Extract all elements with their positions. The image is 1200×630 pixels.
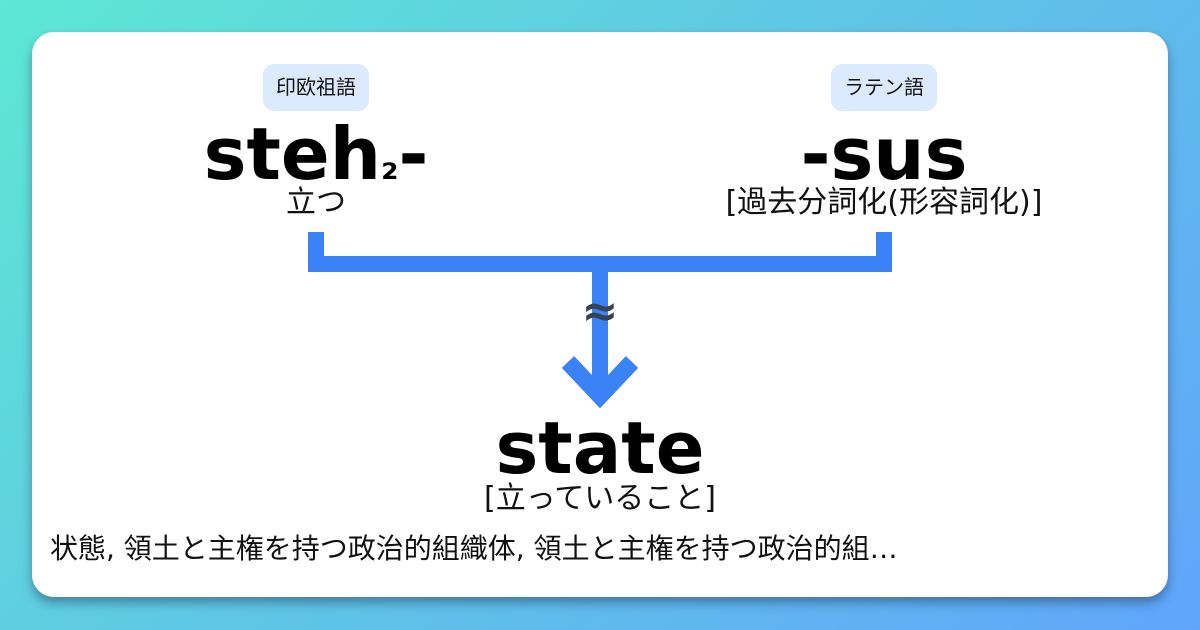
source-gloss-pie: 立つ [286, 185, 346, 220]
source-gloss-latin: [過去分詞化(形容詞化)] [725, 185, 1043, 220]
result-word: state [495, 406, 705, 490]
root-main: steh [203, 112, 381, 196]
language-badge-pie: 印欧祖語 [263, 64, 369, 111]
root-subscript: ₂ [380, 143, 399, 189]
root-suffix: - [398, 112, 429, 196]
approximately-equal-icon: ≈ [581, 286, 619, 337]
language-badge-latin: ラテン語 [831, 64, 937, 111]
arrow-down-icon [561, 356, 639, 409]
result-definitions: 状態, 領土と主権を持つ政治的組織体, 領土と主権を持つ政治的組… [50, 532, 898, 565]
source-root-pie: steh₂- [204, 118, 429, 190]
result-literal-meaning: [立っていること] [484, 481, 716, 516]
source-root-latin: -sus [800, 112, 968, 196]
